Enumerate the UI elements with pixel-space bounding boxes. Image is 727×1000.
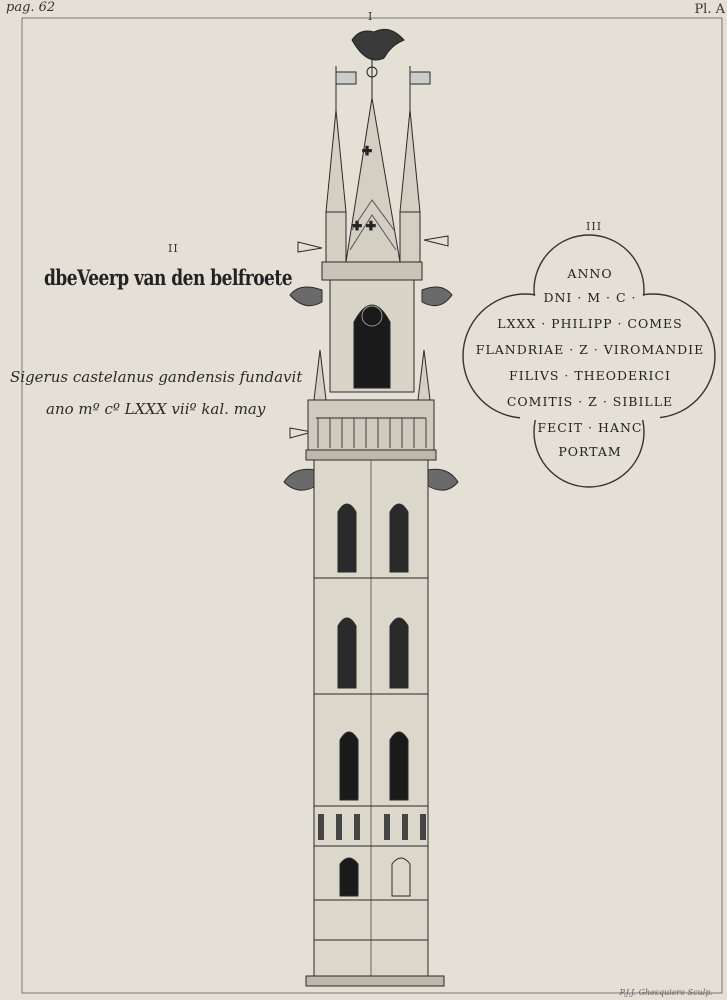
trumpets [289, 235, 449, 439]
top-chamber [329, 279, 415, 393]
page-reference: pag. 62 [6, 0, 56, 15]
central-spire: ✚ ✚ ✚ [345, 97, 401, 263]
inscription-iii-line: ANNO [567, 266, 613, 281]
inscription-left-line2: ano mº cº LXXX viiº kal. may [46, 400, 266, 418]
svg-text:✚: ✚ [362, 144, 372, 158]
inscription-iii-line: FILIVS · THEODERICI [509, 368, 671, 383]
plate-border [21, 17, 723, 994]
quatrefoil-fill [464, 236, 714, 486]
left-pinnacle [325, 66, 357, 263]
inscription-left-line1: Sigerus castelanus gandensis fundavit [10, 368, 303, 386]
belfry-caption: dbeVeerp van den belfroete [44, 266, 293, 291]
dragon-weathervane-icon [351, 28, 405, 100]
numeral-one: I [368, 10, 374, 23]
statue-frieze [318, 814, 426, 840]
plate-reference: Pl. A [694, 2, 725, 17]
inscription-iii: ANNO DNI · M · C · LXXX · PHILIPP · COME… [460, 236, 720, 492]
svg-text:✚ ✚: ✚ ✚ [352, 219, 376, 233]
inscription-iii-line: PORTAM [558, 444, 622, 459]
inscription-iii-line: DNI · M · C · [543, 290, 637, 305]
tower-shaft [305, 449, 445, 987]
inscription-iii-line: FLANDRIAE · Z · VIROMANDIE [475, 342, 705, 357]
balcony [307, 349, 435, 451]
right-pinnacle [399, 66, 431, 263]
gargoyles [283, 286, 459, 491]
inscription-iii-line: FECIT · HANC [537, 420, 643, 435]
upper-gallery [321, 261, 423, 281]
numeral-three: III [586, 220, 603, 233]
shaft-windows [337, 503, 411, 897]
inscription-iii-line: COMITIS · Z · SIBILLE [506, 394, 674, 409]
inscription-iii-line: LXXX · PHILIPP · COMES [497, 316, 683, 331]
numeral-two: II [168, 242, 179, 255]
engraver-signature: P.J.J. Ghesquiere Sculp. [619, 988, 714, 997]
